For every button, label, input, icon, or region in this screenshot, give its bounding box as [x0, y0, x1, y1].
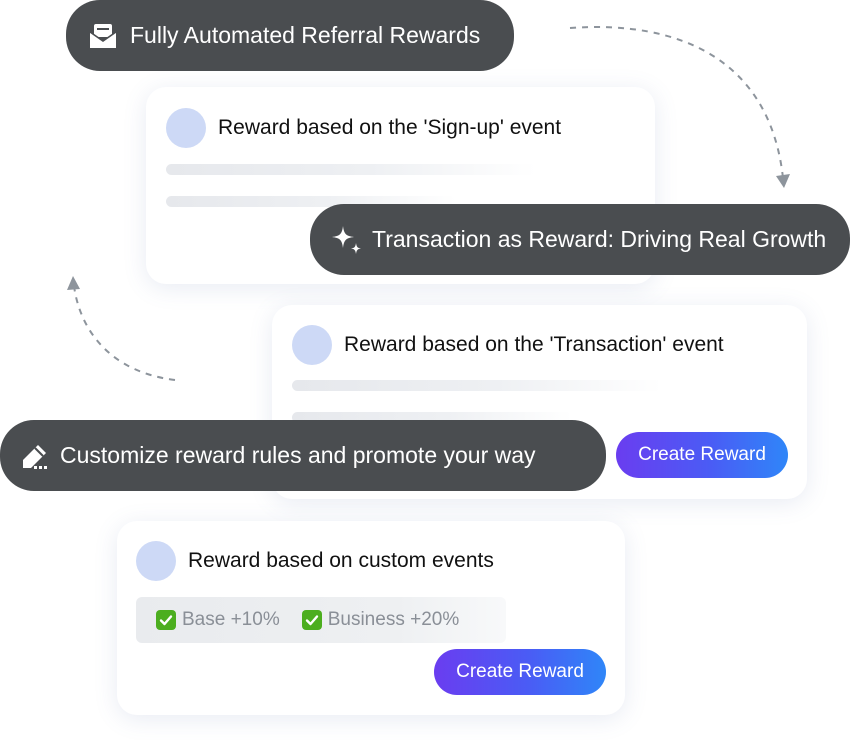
pill-label: Fully Automated Referral Rewards	[130, 22, 481, 48]
automated-rewards-pill: Fully Automated Referral Rewards	[66, 0, 514, 71]
placeholder-line	[292, 380, 662, 391]
sparkle-icon	[330, 223, 364, 257]
pill-label: Transaction as Reward: Driving Real Grow…	[372, 226, 827, 252]
pencil-icon	[20, 441, 50, 471]
card-title: Reward based on custom events	[188, 549, 494, 572]
tag-label: Base +10%	[182, 609, 280, 630]
checkmark-icon	[301, 610, 322, 630]
customize-rules-pill: Customize reward rules and promote your …	[0, 420, 606, 491]
card-title: Reward based on the 'Transaction' event	[344, 333, 724, 356]
reward-tags: Base +10% Business +20%	[136, 597, 506, 643]
pill-label: Customize reward rules and promote your …	[60, 442, 536, 468]
arrowhead-top-right	[776, 174, 790, 188]
tag-label: Business +20%	[327, 609, 460, 630]
avatar	[166, 108, 206, 148]
tag-base: Base +10%	[156, 609, 280, 631]
placeholder-line	[166, 196, 456, 207]
placeholder-line	[292, 412, 572, 423]
placeholder-line	[166, 164, 536, 175]
avatar	[292, 325, 332, 365]
transaction-growth-pill: Transaction as Reward: Driving Real Grow…	[310, 204, 850, 275]
dashed-arrow-left	[73, 285, 176, 381]
create-reward-button[interactable]: Create Reward	[616, 432, 788, 478]
avatar	[136, 541, 176, 581]
card-title: Reward based on the 'Sign-up' event	[218, 116, 562, 139]
custom-reward-card: Reward based on custom events Base +10% …	[117, 521, 625, 715]
tag-business: Business +20%	[301, 609, 460, 631]
create-reward-button[interactable]: Create Reward	[434, 649, 606, 695]
checkmark-icon	[156, 610, 176, 630]
envelope-icon	[88, 21, 118, 51]
arrowhead-left	[67, 276, 80, 290]
